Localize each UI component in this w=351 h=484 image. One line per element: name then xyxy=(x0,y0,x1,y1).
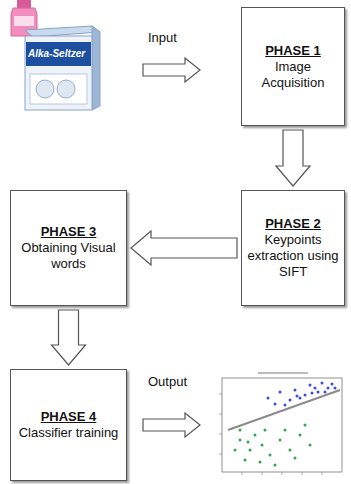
arrow-label: Input xyxy=(148,30,177,46)
box-text: PHASE 2Keypoints extraction using SIFT xyxy=(242,216,344,280)
process-box: PHASE 1Image Acquisition xyxy=(241,7,345,126)
phase-heading: PHASE 3 xyxy=(15,224,122,240)
separating-line xyxy=(228,390,340,430)
flow-arrow xyxy=(276,130,310,186)
box-text: PHASE 3Obtaining Visual words xyxy=(11,224,126,272)
box-front xyxy=(25,36,92,110)
box-text: PHASE 1Image Acquisition xyxy=(242,43,344,91)
product-logo: Alka-Seltzer xyxy=(28,48,85,60)
box-text: PHASE 4Classifier training xyxy=(15,409,123,441)
phase-description: Classifier training xyxy=(19,425,119,441)
process-box: PHASE 3Obtaining Visual words xyxy=(10,190,127,306)
plot-ticks xyxy=(219,394,322,475)
phase-heading: PHASE 4 xyxy=(19,409,119,425)
tablet xyxy=(57,80,75,98)
process-box: PHASE 4Classifier training xyxy=(10,369,127,481)
box-panel xyxy=(30,74,87,104)
phase-description: Obtaining Visual words xyxy=(15,240,122,272)
phase-description: Image Acquisition xyxy=(246,59,340,91)
flow-arrow xyxy=(52,310,86,365)
box-top xyxy=(25,26,100,37)
output-arrow xyxy=(143,413,200,437)
bottle-label xyxy=(14,16,34,26)
input-arrow xyxy=(143,58,200,82)
box-side xyxy=(92,26,100,110)
class-b-points xyxy=(234,424,312,467)
plot-frame xyxy=(222,378,342,472)
phase-heading: PHASE 1 xyxy=(246,43,340,59)
logo-band xyxy=(26,42,91,66)
process-box: PHASE 2Keypoints extraction using SIFT xyxy=(241,190,345,306)
tablet xyxy=(36,80,54,98)
class-a-points xyxy=(267,382,337,407)
phase-description: Keypoints extraction using SIFT xyxy=(246,232,340,280)
flow-arrow xyxy=(131,231,237,265)
phase-heading: PHASE 2 xyxy=(246,216,340,232)
plot-title-mark xyxy=(258,372,308,374)
arrow-label: Output xyxy=(148,374,187,390)
bottle-cap xyxy=(17,0,31,8)
